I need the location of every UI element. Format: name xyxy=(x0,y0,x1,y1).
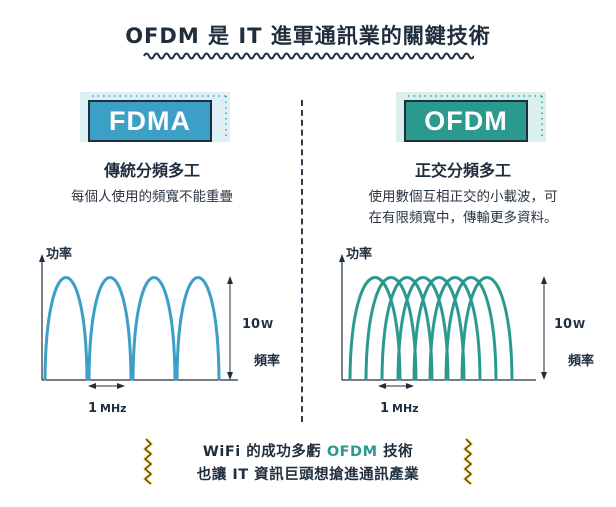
fdma-y-axis-arrow xyxy=(39,254,45,262)
fdma-subcarrier-waves xyxy=(43,275,221,381)
subcarrier-wave xyxy=(131,275,177,381)
ofdm-bandwidth-value: 1 xyxy=(380,401,389,416)
ofdm-description-line: 使用數個互相正交的小載波，可 xyxy=(368,189,558,205)
ofdm-subtitle: 正交分頻多工 xyxy=(414,161,511,180)
fdma-power-value: 10 xyxy=(242,317,260,332)
ofdm-power-value: 10 xyxy=(554,317,572,332)
page-title: OFDM 是 IT 進軍通訊業的關鍵技術 xyxy=(125,24,491,48)
fdma-badge: FDMA xyxy=(88,100,212,142)
fdma-power-unit: W xyxy=(261,318,273,331)
ofdm-bandwidth-arrow-left xyxy=(378,383,386,389)
subcarrier-wave xyxy=(87,275,133,381)
footer-line-1-post: 技術 xyxy=(377,444,414,460)
fdma-chart: 功率 10 W 頻率 1 MHz xyxy=(39,246,280,416)
fdma-bandwidth-value: 1 xyxy=(88,401,97,416)
subcarrier-wave xyxy=(428,276,482,381)
fdma-bandwidth-unit: MHz xyxy=(100,402,127,415)
subcarrier-wave xyxy=(348,276,402,381)
subcarrier-wave xyxy=(396,276,450,381)
subcarrier-wave xyxy=(460,276,514,381)
footer-line-2: 也讓 IT 資訊巨頭想搶進通訊產業 xyxy=(196,467,420,483)
subcarrier-wave xyxy=(364,276,418,381)
ofdm-power-arrow-down xyxy=(541,372,547,380)
ofdm-bandwidth-unit: MHz xyxy=(392,402,419,415)
ofdm-description-line: 在有限頻寬中，傳輸更多資料。 xyxy=(368,210,558,226)
ofdm-power-arrow-up xyxy=(541,276,547,284)
ofdm-subcarrier-waves xyxy=(348,276,514,381)
subcarrier-wave xyxy=(175,275,221,381)
fdma-power-arrow-down xyxy=(227,372,233,380)
footer-line-1: WiFi 的成功多虧 OFDM 技術 xyxy=(0,440,616,461)
ofdm-chart: 功率 10 W 頻率 1 MHz xyxy=(339,246,594,416)
fdma-y-label: 功率 xyxy=(46,246,72,262)
subcarrier-wave xyxy=(43,275,89,381)
fdma-bandwidth-arrow-left xyxy=(88,383,96,389)
subcarrier-wave xyxy=(380,276,434,381)
ofdm-y-axis-arrow xyxy=(339,254,345,262)
subcarrier-wave xyxy=(444,276,498,381)
fdma-description: 每個人使用的頻寬不能重疊 xyxy=(2,187,302,208)
fdma-badge-container: FDMA xyxy=(80,92,230,142)
fdma-bandwidth-arrow-right xyxy=(117,383,125,389)
fdma-description-line: 每個人使用的頻寬不能重疊 xyxy=(71,189,233,205)
ofdm-y-label: 功率 xyxy=(346,246,372,262)
footer-line-1-pre: WiFi 的成功多虧 xyxy=(202,444,327,460)
ofdm-bandwidth-arrow-right xyxy=(406,383,414,389)
fdma-subtitle: 傳統分頻多工 xyxy=(103,161,200,180)
ofdm-badge-container: OFDM xyxy=(396,92,546,142)
footer-zigzag-right-icon xyxy=(463,437,473,486)
fdma-badge-dots xyxy=(92,95,227,138)
title-underline-wave xyxy=(143,52,474,60)
fdma-power-arrow-up xyxy=(227,276,233,284)
section-divider xyxy=(301,100,303,422)
ofdm-description: 使用數個互相正交的小載波，可 在有限頻寬中，傳輸更多資料。 xyxy=(313,187,613,229)
fdma-x-label: 頻率 xyxy=(254,353,280,369)
ofdm-badge-dots xyxy=(408,95,543,138)
subcarrier-wave xyxy=(412,276,466,381)
ofdm-x-label: 頻率 xyxy=(568,353,594,369)
ofdm-badge: OFDM xyxy=(404,100,528,142)
ofdm-power-unit: W xyxy=(573,318,585,331)
footer-zigzag-left-icon xyxy=(143,437,153,486)
footer-highlight-ofdm: OFDM xyxy=(326,444,378,460)
